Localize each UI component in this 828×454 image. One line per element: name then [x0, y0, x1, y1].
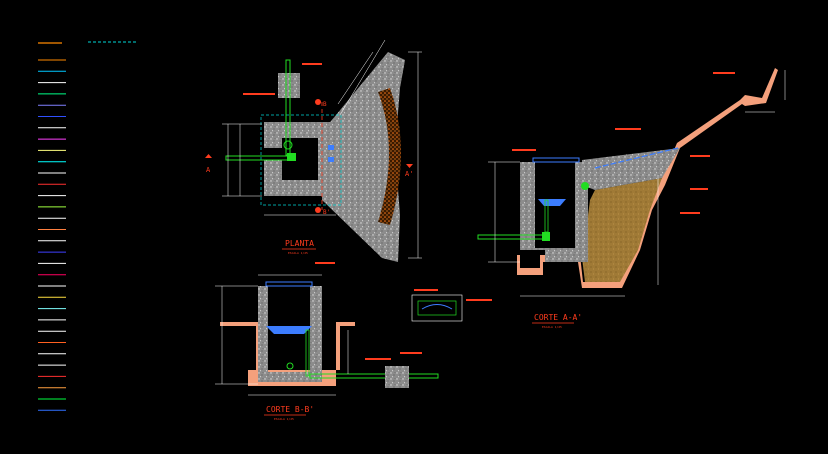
- section-aa-gravel: [582, 148, 680, 190]
- section-aa-riser: [544, 199, 549, 233]
- section-bb-scale-note: ESCALA 1/25: [274, 417, 294, 421]
- section-aa-outlet-pipe: [477, 234, 549, 240]
- section-aa-soil: [582, 178, 662, 282]
- svg-text:B': B': [323, 209, 330, 216]
- section-aa-dimensions: [488, 70, 786, 297]
- plan-view: A A' B B' PLA: [205, 39, 422, 262]
- section-bb-title: CORTE B-B': [266, 405, 314, 414]
- section-marker-b: B: [315, 99, 327, 108]
- plan-rock-fill: [378, 88, 401, 225]
- plan-scale-note: ESCALA 1/25: [288, 251, 308, 255]
- section-bb-riser: [305, 329, 310, 377]
- section-aa-cover: [532, 157, 580, 163]
- section-bb-water: [266, 326, 312, 334]
- detail-box: [411, 289, 492, 322]
- svg-text:A: A: [206, 166, 211, 174]
- plan-horizontal-pipe: [225, 155, 289, 161]
- section-bb-dimensions: [215, 274, 349, 396]
- section-aa-plaster-profile: [517, 68, 778, 288]
- section-bb-cover: [265, 281, 313, 287]
- section-bb-fitting: [286, 362, 294, 370]
- section-aa-leader-labels: [512, 72, 735, 214]
- section-aa-scale-note: ESCALA 1/25: [542, 325, 562, 329]
- section-bb-outlet-pipe: [309, 373, 439, 379]
- plan-fitting: [283, 140, 293, 150]
- section-aa-chamber-walls: [520, 162, 588, 262]
- section-aa-view: CORTE A-A' ESCALA 1/25: [477, 68, 786, 329]
- section-marker-b-prime: B': [315, 207, 330, 216]
- plan-valve: [287, 153, 296, 161]
- section-aa-title: CORTE A-A': [534, 313, 582, 322]
- svg-text:A': A': [405, 170, 413, 178]
- plan-chamber-walls: [264, 122, 334, 196]
- section-bb-plaster: [220, 288, 355, 386]
- plan-weep-holes: [328, 145, 334, 162]
- layer-legend: [38, 59, 66, 411]
- svg-text:B: B: [323, 101, 327, 108]
- section-marker-a: A: [205, 154, 212, 174]
- plan-title: PLANTA: [285, 239, 314, 248]
- section-aa-water: [538, 199, 566, 206]
- section-marker-a-prime: A': [405, 164, 413, 178]
- section-aa-inlet-fitting: [581, 182, 589, 190]
- plan-outlet-box: [278, 73, 300, 98]
- plan-dimensions: [222, 39, 422, 259]
- plan-leader-labels: [243, 63, 322, 95]
- section-bb-valve-box: [385, 366, 409, 388]
- section-aa-valve: [542, 232, 550, 241]
- section-bb-leader-labels: [315, 262, 422, 360]
- section-bb-view: CORTE B-B' ESCALA 1/25: [215, 262, 439, 421]
- section-bb-chamber: [258, 286, 322, 382]
- section-aa-slope-line: [594, 147, 679, 169]
